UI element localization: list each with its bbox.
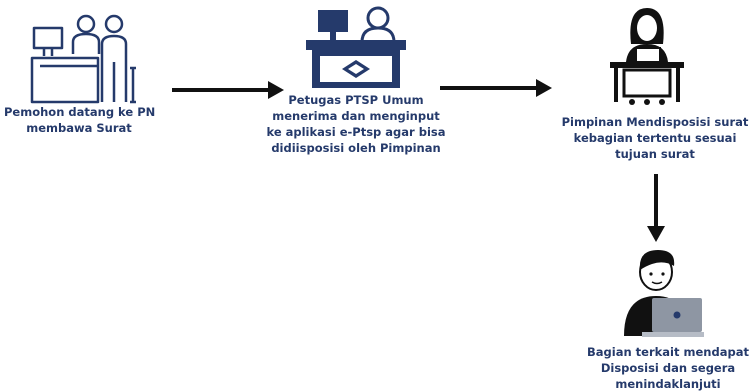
arrow-step1-to-step2 (172, 81, 284, 99)
step2-line: Petugas PTSP Umum (288, 93, 424, 107)
leader-at-desk-icon (610, 8, 684, 105)
step4-line: Disposisi dan segera (600, 361, 736, 375)
step2-label: Petugas PTSP Umum menerima dan menginput… (264, 92, 448, 156)
step3-label: Pimpinan Mendisposisi surat kebagian ter… (560, 114, 750, 162)
step1-line: membawa Surat (26, 121, 132, 135)
step2-line: ke aplikasi e-Ptsp agar bisa (266, 125, 446, 139)
ptsp-officer-desk-icon (306, 6, 406, 88)
reception-desk-icon (30, 14, 136, 104)
step2-line: menerima dan menginput (272, 109, 440, 123)
step3-line: Pimpinan Mendisposisi surat (561, 115, 749, 129)
step3-line: kebagian tertentu sesuai (573, 131, 737, 145)
step4-line: menindaklanjuti (615, 377, 721, 391)
step2-line: didiisposisi oleh Pimpinan (271, 141, 441, 155)
step4-line: Bagian terkait mendapat (587, 345, 749, 359)
step1-line: Pemohon datang ke PN (4, 105, 156, 119)
arrow-step2-to-step3 (440, 79, 552, 97)
step3-line: tujuan surat (615, 147, 695, 161)
step4-label: Bagian terkait mendapat Disposisi dan se… (584, 344, 752, 392)
staff-with-laptop-icon (624, 250, 704, 337)
step1-label: Pemohon datang ke PN membawa Surat (4, 104, 156, 136)
arrow-step3-to-step4 (647, 174, 665, 242)
